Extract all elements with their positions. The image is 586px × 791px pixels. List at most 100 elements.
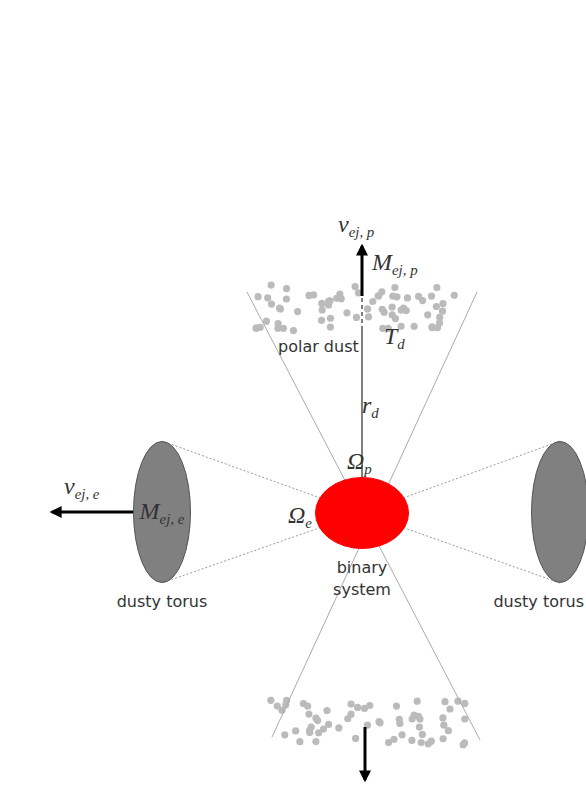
dust-grain (375, 292, 382, 299)
velocity-arrow (52, 511, 142, 514)
node-outline (531, 441, 586, 583)
dust-grain (319, 306, 326, 313)
dust-grain (305, 292, 312, 299)
dust-grain (257, 324, 264, 331)
dust-grain (408, 737, 415, 744)
subscript: p (364, 461, 371, 477)
region-label: polar dust (278, 336, 359, 358)
dust-grain (276, 304, 283, 311)
dust-grain (400, 304, 407, 311)
dust-grain (385, 739, 392, 746)
dust-grain (388, 303, 395, 310)
dust-grain (433, 284, 440, 291)
temperature-symbol: Td (384, 324, 405, 348)
dust-grain (347, 711, 354, 718)
dust-grain (439, 308, 446, 315)
dust-grain (404, 294, 411, 301)
dust-grain (305, 710, 312, 717)
radius-symbol: rd (362, 393, 379, 417)
dust-grain (267, 697, 274, 704)
cone-boundary (247, 292, 480, 740)
dust-grain (352, 735, 359, 742)
dust-grain (281, 731, 288, 738)
dust-grain (409, 715, 416, 722)
dust-grain (429, 324, 436, 331)
subscript: ej, e (75, 486, 100, 502)
dust-grain (365, 313, 372, 320)
binary-label: binary system (327, 557, 397, 600)
dust-grain (292, 727, 299, 734)
symbol: v (64, 473, 75, 499)
dust-grain (439, 300, 446, 307)
dust-grain (308, 724, 315, 731)
node-outline (315, 477, 409, 549)
symbol: Ω (347, 448, 364, 474)
dust-grain (268, 301, 275, 308)
dusty-torus: dusty torus (531, 441, 586, 583)
subscript: ej, p (349, 224, 375, 240)
dust-grain (343, 309, 350, 316)
dust-grain (392, 315, 399, 322)
symbol: r (362, 392, 371, 418)
dust-grain (300, 700, 307, 707)
mass-symbol: Mej, e (133, 499, 191, 523)
dust-grain (396, 716, 403, 723)
dust-grain (391, 284, 398, 291)
dust-grain (398, 731, 405, 738)
torus-label: dusty torus (86, 591, 238, 613)
dust-grain (375, 292, 382, 299)
dust-grain (352, 283, 359, 290)
dust-grain (425, 740, 432, 747)
symbol: M (372, 249, 392, 275)
dust-grain (416, 723, 423, 730)
dust-grain (353, 314, 360, 321)
dust-grain (294, 308, 301, 315)
dusty-torus: Mej, edusty torus (133, 441, 191, 583)
dust-grain (428, 292, 435, 299)
cone-boundary (272, 292, 477, 737)
dust-grain (318, 300, 325, 307)
dust-grain (318, 317, 325, 324)
binary-system: binary system (315, 477, 409, 549)
dust-grain (320, 725, 327, 732)
dust-grain (419, 297, 426, 304)
velocity-arrow (364, 727, 367, 780)
dust-grain (354, 704, 361, 711)
dust-grain (445, 727, 452, 734)
node-shape (316, 478, 409, 549)
dust-grain (439, 735, 446, 742)
dust-grain (369, 298, 376, 305)
dust-grains (252, 281, 468, 748)
dust-grain (460, 741, 467, 748)
dust-grain (274, 325, 281, 332)
dust-grain (436, 314, 443, 321)
dust-grain (379, 306, 386, 313)
dust-grain (333, 295, 340, 302)
symbol: T (384, 323, 397, 349)
dust-grain (327, 323, 334, 330)
dust-grain (283, 295, 290, 302)
subscript: d (397, 336, 404, 352)
dust-grain (433, 303, 440, 310)
dust-grain (441, 698, 448, 705)
symbol: Ω (288, 502, 305, 528)
dust-grain (283, 285, 290, 292)
dust-grain (411, 323, 418, 330)
subscript: ej, p (392, 262, 418, 278)
subscript: ej, e (160, 511, 185, 527)
dust-grain (424, 311, 431, 318)
dust-grain (325, 301, 332, 308)
node-shape (134, 442, 191, 583)
mass-symbol: Mej, p (372, 250, 418, 274)
dust-grain (439, 714, 446, 721)
symbol: M (140, 498, 160, 524)
torus-label: dusty torus (481, 591, 584, 613)
dust-grain (323, 707, 330, 714)
velocity-symbol: vej, e (64, 474, 99, 498)
dust-grain (312, 738, 319, 745)
subscript: e (305, 515, 312, 531)
radius-line (362, 296, 363, 330)
velocity-symbol: vej, p (338, 212, 374, 236)
dust-grain (415, 713, 422, 720)
